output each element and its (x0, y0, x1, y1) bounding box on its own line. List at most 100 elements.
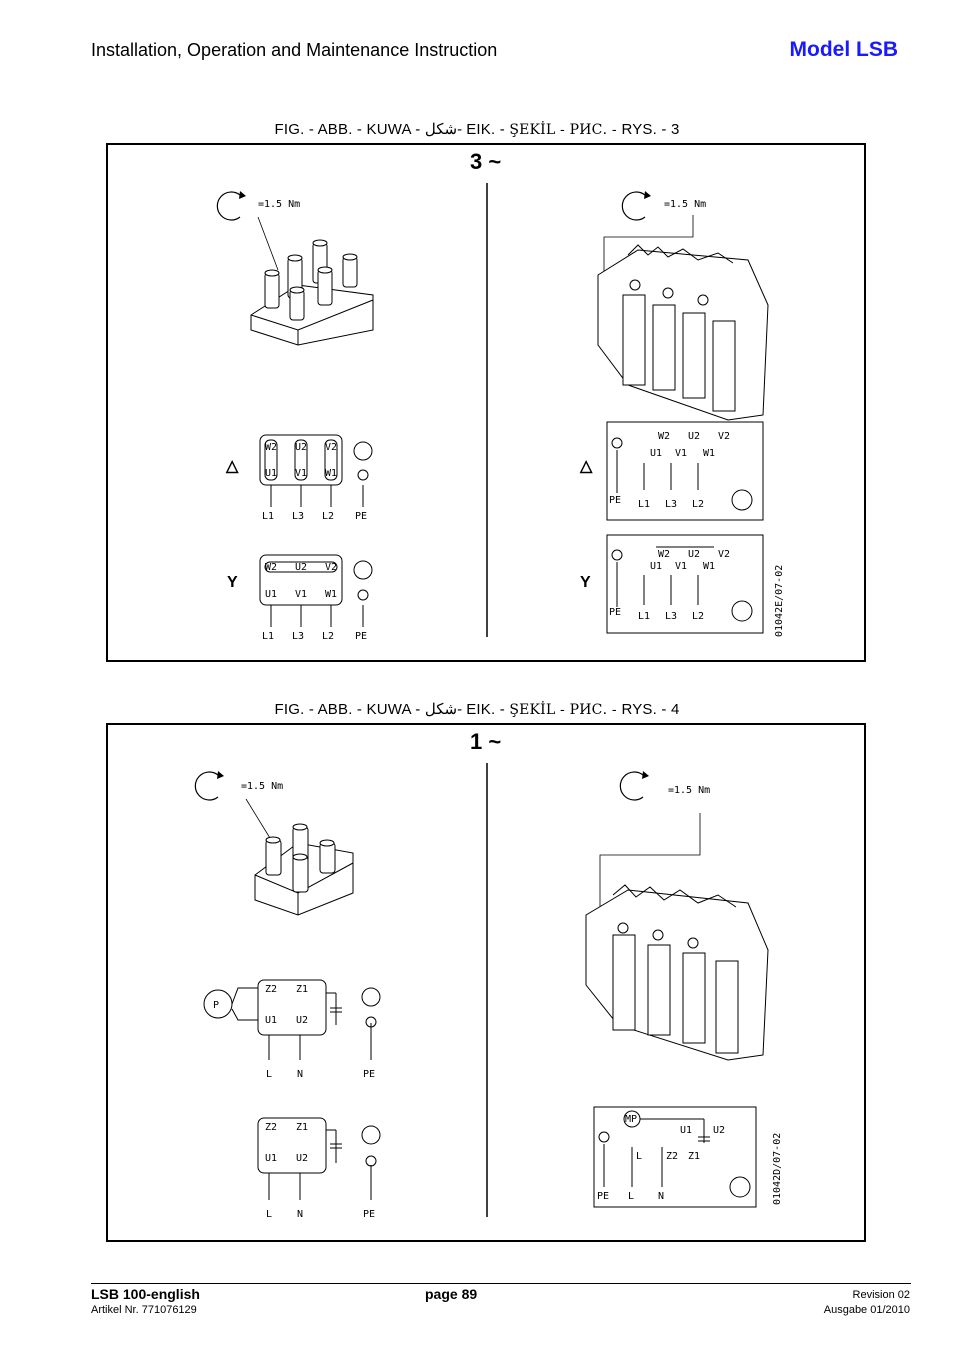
terminal-label: U2 (296, 1015, 308, 1026)
ground-icon (611, 549, 623, 561)
supply-label: L3 (292, 631, 304, 642)
schematic-supply: L1 (638, 611, 650, 622)
footer-article: Artikel Nr. 771076129 (91, 1304, 197, 1316)
schematic-label: L (636, 1151, 642, 1162)
schematic-supply: PE (597, 1191, 609, 1202)
caption-part: FIG. - ABB. - KUWA - (274, 701, 425, 718)
schematic-label: W1 (703, 561, 715, 572)
terminal-label: W1 (325, 589, 337, 600)
caption-part: RYS. - 4 (621, 701, 680, 718)
schematic-label: U2 (713, 1125, 725, 1136)
screw-icon (365, 1155, 377, 1167)
terminal-label: U2 (296, 1153, 308, 1164)
schematic-label: U2 (688, 431, 700, 442)
schematic-label: W1 (703, 448, 715, 459)
schematic-supply: L2 (692, 611, 704, 622)
ground-icon (353, 560, 373, 580)
footer-page: page 89 (425, 1286, 478, 1302)
figure-4-drawing: =1.5 Nm P Z2 Z1 U1 U2 (194, 763, 783, 1220)
terminal-label: Z1 (296, 984, 308, 995)
caption-part: ŞEKİL - РИС. - (509, 122, 622, 138)
schematic-label: V2 (718, 431, 730, 442)
torque-label: =1.5 Nm (241, 781, 283, 792)
star-symbol: Y (227, 574, 238, 591)
terminal-strip-drawing (585, 884, 769, 1061)
drawing-code: 01042D/07-02 (772, 1133, 783, 1205)
schematic-label: Z1 (688, 1151, 700, 1162)
schematic-supply: L1 (638, 499, 650, 510)
supply-label: N (297, 1209, 303, 1220)
terminal-label: Z1 (296, 1122, 308, 1133)
supply-label: L1 (262, 631, 274, 642)
schematic-supply: L (628, 1191, 634, 1202)
terminal-strip-drawing (597, 244, 769, 421)
schematic-label: V1 (675, 561, 687, 572)
terminal-label: W2 (265, 562, 277, 573)
ground-icon (361, 987, 381, 1007)
schematic-label: U1 (650, 561, 662, 572)
figure-4-panel: 1 ~ =1.5 Nm P Z2 Z1 U1 (106, 723, 866, 1242)
model-title: Model LSB (789, 38, 899, 61)
terminal-label: U1 (265, 1015, 277, 1026)
screw-icon (365, 1016, 377, 1028)
footer-issue: Ausgabe 01/2010 (823, 1304, 910, 1316)
terminal-label: Z2 (265, 1122, 277, 1133)
page-header-title: Installation, Operation and Maintenance … (91, 40, 498, 60)
schematic-label: MP (625, 1114, 637, 1125)
schematic-label: V1 (675, 448, 687, 459)
torque-label: =1.5 Nm (258, 199, 300, 210)
schematic-label: U1 (650, 448, 662, 459)
supply-label: L1 (262, 511, 274, 522)
torque-label: =1.5 Nm (664, 199, 706, 210)
ground-icon (361, 1125, 381, 1145)
schematic-supply: PE (609, 607, 621, 618)
supply-label: PE (363, 1209, 375, 1220)
supply-label: N (297, 1069, 303, 1080)
supply-label: L (266, 1069, 272, 1080)
terminal-label: U1 (265, 589, 277, 600)
figure-caption-3: FIG. - ABB. - KUWA - شكل- EIK. - ŞEKİL -… (0, 120, 954, 138)
terminal-block-drawing (250, 239, 374, 346)
terminal-label: Z2 (265, 984, 277, 995)
terminal-label: V1 (295, 468, 307, 479)
terminal-label: U1 (265, 1153, 277, 1164)
phase-label: 3 ~ (470, 149, 502, 174)
schematic-label: W2 (658, 431, 670, 442)
terminal-label: W2 (265, 442, 277, 453)
figure-3-panel: 3 ~ =1.5 Nm (106, 143, 866, 662)
delta-symbol: △ (579, 458, 593, 475)
delta-schematic (606, 421, 764, 521)
caption-arabic: شكل (424, 121, 458, 138)
supply-label: L2 (322, 511, 334, 522)
single-phase-schematic (593, 1106, 757, 1208)
terminal-label: U1 (265, 468, 277, 479)
footer-rule (91, 1283, 911, 1284)
caption-part: RYS. - 3 (621, 121, 680, 138)
schematic-supply: PE (609, 495, 621, 506)
schematic-label: Z2 (666, 1151, 678, 1162)
schematic-supply: L3 (665, 499, 677, 510)
schematic-supply: N (658, 1191, 664, 1202)
rotation-arrow-icon (621, 191, 646, 221)
terminal-label: U2 (295, 562, 307, 573)
ground-icon (598, 1131, 610, 1143)
terminal-plate-2 (257, 1117, 327, 1174)
star-schematic (606, 534, 764, 634)
caption-arabic: شكل (424, 701, 458, 718)
footer-document: LSB 100-english (91, 1286, 200, 1302)
terminal-label: U2 (295, 442, 307, 453)
terminal-block-drawing (254, 823, 354, 916)
supply-label: L (266, 1209, 272, 1220)
ground-icon (611, 437, 623, 449)
motor-icon (729, 1176, 751, 1198)
figure-3-drawing: =1.5 Nm △ (216, 183, 785, 642)
rotation-arrow-icon (194, 771, 219, 801)
phase-label: 1 ~ (470, 729, 502, 754)
screw-icon (357, 469, 369, 481)
terminal-plate-1 (257, 979, 327, 1036)
figure-caption-4: FIG. - ABB. - KUWA - شكل- EIK. - ŞEKİL -… (0, 700, 954, 718)
motor-icon (731, 600, 753, 622)
supply-label: PE (355, 511, 367, 522)
screw-icon (357, 589, 369, 601)
schematic-label: W2 (658, 549, 670, 560)
